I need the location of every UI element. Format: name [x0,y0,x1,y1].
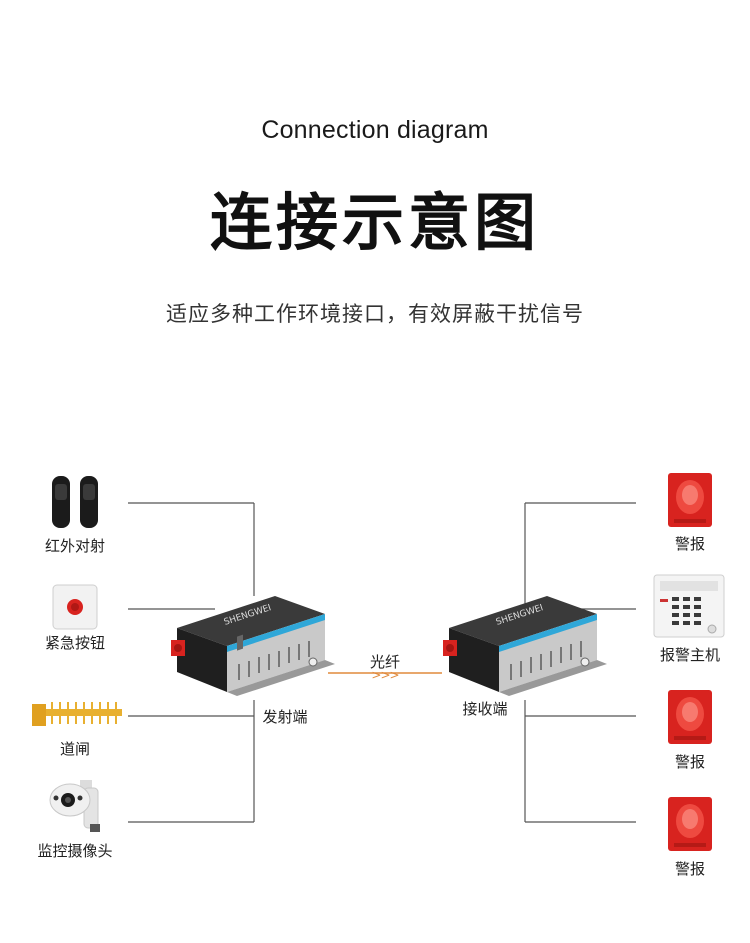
left-item-label-3: 道闸 [59,740,90,758]
fiber-arrows: >>> [371,668,399,682]
emergency-button-icon [52,584,98,630]
left-wires [128,502,255,823]
alarm-siren-icon [668,690,712,744]
subtitle: 适应多种工作环境接口，有效屏蔽干扰信号 [166,302,584,326]
barrier-gate-icon [32,702,122,726]
left-item-label-2: 紧急按钮 [44,634,105,652]
right-item-label-1: 警报 [674,535,705,553]
fiber-label: 光纤 [369,653,400,671]
infrared-beam-icon [52,476,98,528]
receiver-label: 接收端 [462,700,508,718]
alarm-host-icon [653,574,725,638]
alarm-siren-icon [668,797,712,851]
right-item-label-2: 报警主机 [659,646,720,664]
right-item-label-4: 警报 [674,860,705,878]
ptz-camera-icon [49,780,100,832]
receiver-device: SHENGWEI [443,596,607,696]
right-wires [524,502,636,823]
title-english: Connection diagram [261,116,489,144]
right-item-label-3: 警报 [674,753,705,771]
left-item-label-1: 红外对射 [44,537,105,555]
alarm-siren-icon [668,473,712,527]
left-item-label-4: 监控摄像头 [37,842,113,860]
transmitter-label: 发射端 [262,708,308,726]
title-chinese: 连接示意图 [209,186,540,259]
transmitter-device: SHENGWEI [171,596,335,696]
